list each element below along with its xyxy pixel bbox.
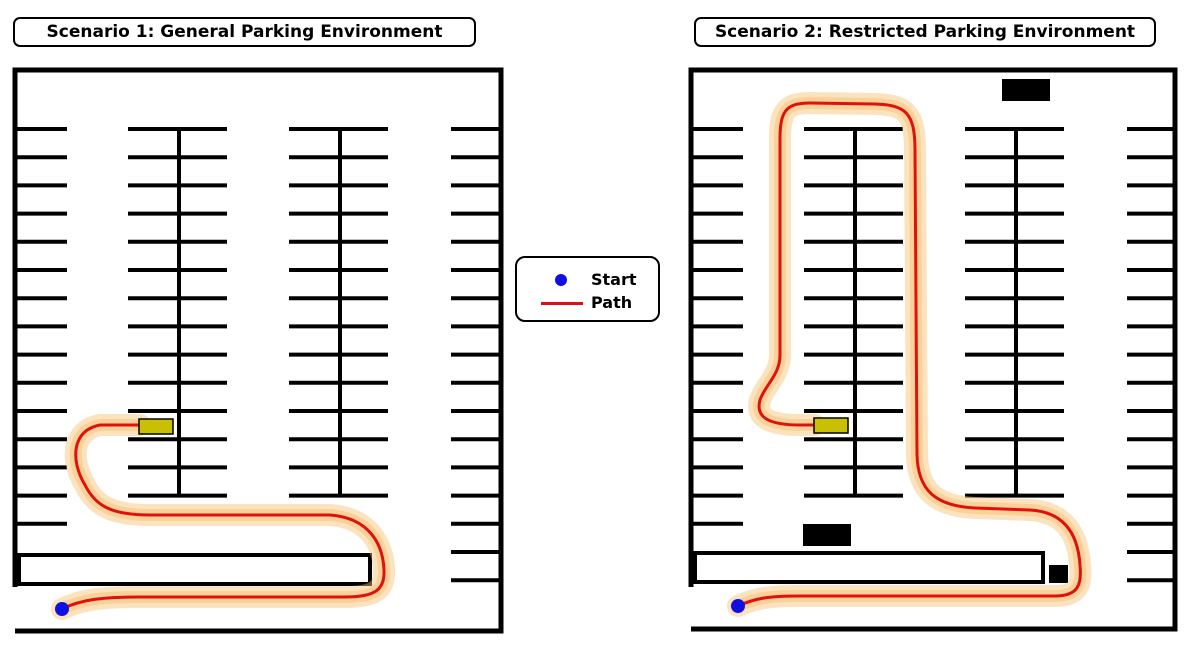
scenario-2-path bbox=[737, 101, 1082, 608]
scenario-1-stalls-right bbox=[451, 127, 499, 583]
scenario-2-start-point bbox=[731, 599, 745, 613]
scenario-2-map bbox=[688, 67, 1178, 632]
start-marker-icon bbox=[555, 274, 567, 286]
scenario-2-obstacle-small bbox=[1049, 565, 1068, 583]
scenario-1-path bbox=[61, 423, 386, 611]
scenario-2-island bbox=[693, 551, 1045, 584]
scenario-1-stalls-center-right bbox=[289, 127, 388, 498]
scenario-1-stalls-left bbox=[17, 127, 67, 526]
scenario-1-start-point bbox=[55, 602, 69, 616]
legend-start-row: Start bbox=[517, 269, 658, 291]
scenario-2-vehicle bbox=[813, 417, 849, 434]
scenario-2-stalls-center-right bbox=[965, 127, 1064, 498]
scenario-2-obstacle-mid bbox=[803, 524, 851, 546]
scenario-1-vehicle bbox=[138, 418, 174, 435]
scenario-1-map bbox=[12, 67, 504, 634]
scenario-1-boundary bbox=[12, 67, 504, 634]
scenario-1-stalls-center-left bbox=[128, 127, 227, 498]
legend: Start Path bbox=[515, 256, 660, 322]
legend-path-label: Path bbox=[591, 293, 633, 312]
scenario-2-stalls-center-left bbox=[804, 127, 903, 498]
scenario-2-boundary bbox=[688, 67, 1178, 632]
scenario-2-stalls-right bbox=[1127, 127, 1175, 583]
legend-start-label: Start bbox=[591, 270, 637, 289]
scenario-2-stalls-left bbox=[693, 127, 743, 526]
legend-path-row: Path bbox=[517, 292, 658, 314]
scenario-2-title: Scenario 2: Restricted Parking Environme… bbox=[694, 17, 1156, 47]
path-line-icon bbox=[541, 302, 583, 305]
scenario-2-obstacle-top bbox=[1002, 79, 1050, 101]
scenario-1-island bbox=[17, 553, 372, 586]
scenario-1-title: Scenario 1: General Parking Environment bbox=[13, 17, 476, 47]
